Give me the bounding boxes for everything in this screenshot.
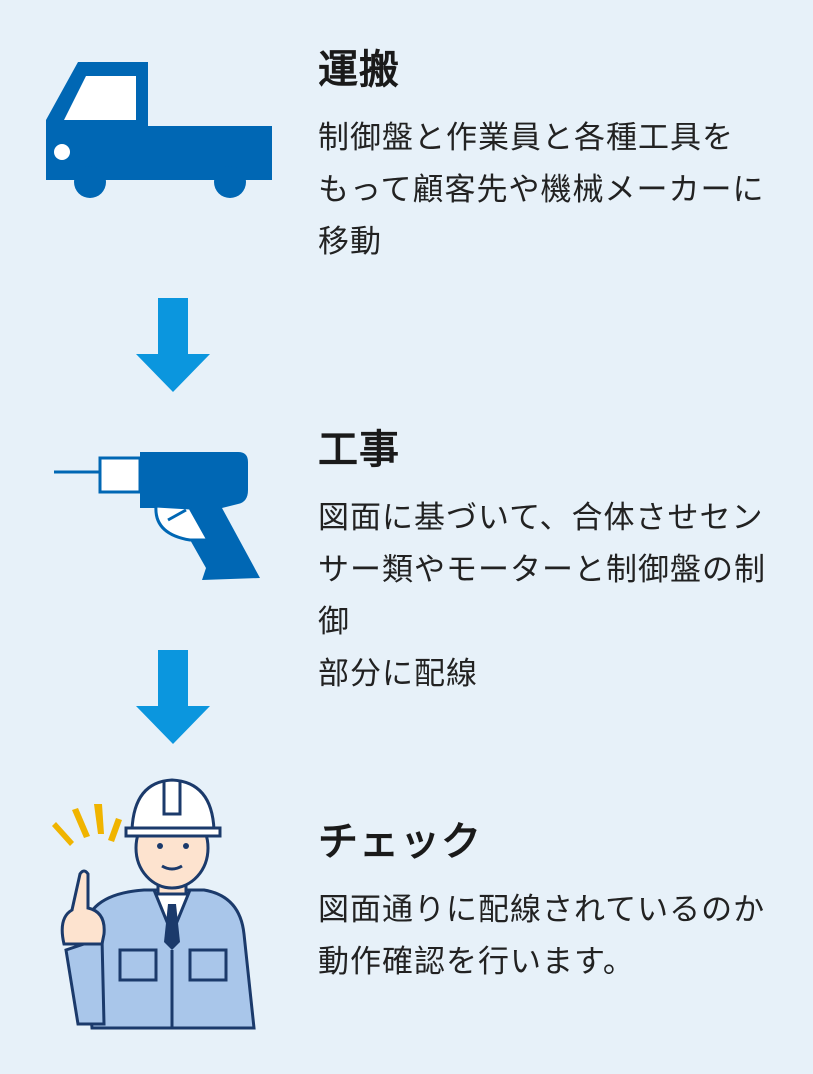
step-desc-line: 図面に基づいて、合体させセン <box>318 500 764 536</box>
down-arrow-icon <box>136 650 210 744</box>
step-desc-line: 動作確認を行います。 <box>318 944 635 980</box>
step-desc-line: 部分に配線 <box>318 656 478 692</box>
worker-icon <box>52 778 256 1030</box>
drill-icon <box>54 452 260 580</box>
step-desc-line: サー類やモーターと制御盤の制御 <box>318 552 766 640</box>
step-desc-line: もって顧客先や機械メーカーに <box>318 172 765 208</box>
step-title: 工事 <box>318 427 400 473</box>
down-arrow-icon <box>136 298 210 392</box>
step-title: チェック <box>318 819 482 865</box>
step-title: 運搬 <box>318 47 400 93</box>
step-desc-line: 制御盤と作業員と各種工具を <box>318 120 734 156</box>
step-desc-line: 移動 <box>318 224 382 260</box>
truck-icon <box>46 62 272 198</box>
step-desc-line: 図面通りに配線されているのか <box>318 892 766 928</box>
